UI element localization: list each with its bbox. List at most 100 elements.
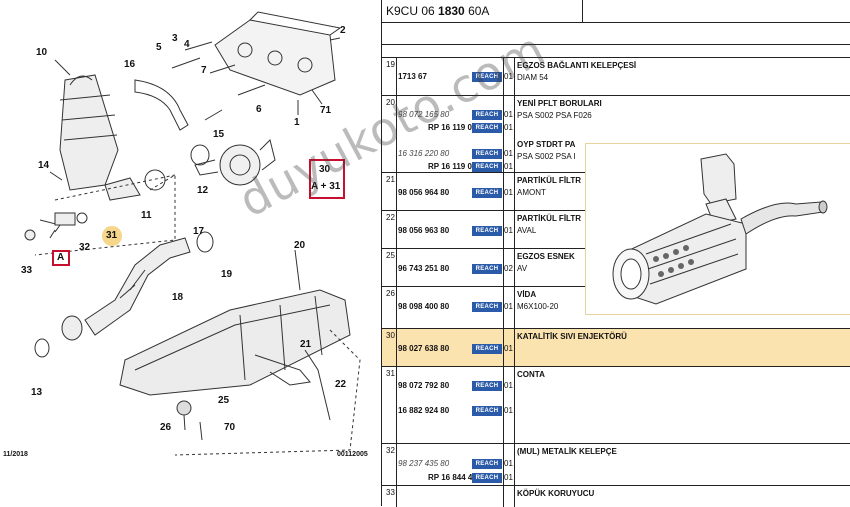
callout-11[interactable]: 11 (141, 210, 152, 221)
column-divider (396, 329, 397, 367)
row-index: 20 (386, 98, 395, 107)
callout-20[interactable]: 20 (294, 240, 306, 251)
column-divider (514, 287, 515, 329)
injector-image (612, 153, 828, 305)
part-number[interactable]: RP 16 119 042 80 (428, 123, 492, 132)
part-number[interactable]: 98 237 435 80 (398, 459, 450, 468)
callout-4[interactable]: 4 (184, 39, 190, 50)
callout-33[interactable]: 33 (21, 265, 33, 276)
part-spec: PSA S002 PSA F026 (517, 111, 592, 120)
callout-12[interactable]: 12 (197, 185, 209, 196)
part-number[interactable]: 96 743 251 80 (398, 264, 450, 273)
reach-badge: REACH (472, 72, 502, 82)
callout-31-marker (102, 226, 122, 246)
callout-1[interactable]: 1 (294, 117, 300, 128)
part-title: PARTİKÜL FİLTR (517, 176, 581, 185)
parts-row-33[interactable]: 33 KÖPÜK KORUYUCU (382, 485, 850, 507)
reach-badge: REACH (472, 123, 502, 133)
column-divider (503, 173, 504, 211)
reach-badge: REACH (472, 302, 502, 312)
part-title: EGZOS ESNEK (517, 252, 575, 261)
quantity: 01 (504, 188, 513, 197)
column-divider (503, 58, 504, 96)
product-image-popup[interactable] (585, 143, 850, 315)
part-spec: AVAL (517, 226, 537, 235)
part-number[interactable]: RP 16 119 047 80 (428, 162, 492, 171)
reach-badge: REACH (472, 226, 502, 236)
callout-21[interactable]: 21 (300, 339, 312, 350)
callout-30[interactable]: 30 (319, 164, 331, 175)
callout-15[interactable]: 15 (213, 129, 225, 140)
callout-71[interactable]: 71 (320, 105, 332, 116)
callout-a-plus-31[interactable]: A + 31 (311, 181, 341, 192)
column-divider (396, 367, 397, 444)
reach-badge: REACH (472, 110, 502, 120)
part-number[interactable]: 98 056 964 80 (398, 188, 450, 197)
part-number[interactable]: 16 882 924 80 (398, 406, 450, 415)
part-spec: PSA S002 PSA I (517, 152, 576, 161)
callout-22[interactable]: 22 (335, 379, 347, 390)
callout-2[interactable]: 2 (340, 25, 346, 36)
part-number[interactable]: 98 027 638 80 (398, 344, 450, 353)
quantity: 01 (504, 302, 513, 311)
callout-17[interactable]: 17 (193, 226, 205, 237)
column-divider (514, 96, 515, 173)
callout-13[interactable]: 13 (31, 387, 43, 398)
part-title: VİDA (517, 290, 537, 299)
callout-32[interactable]: 32 (79, 242, 91, 253)
callout-16[interactable]: 16 (124, 59, 136, 70)
quantity: 01 (504, 344, 513, 353)
quantity: 01 (504, 72, 513, 81)
column-divider (514, 249, 515, 287)
callout-31[interactable]: 31 (106, 230, 118, 241)
part-number[interactable]: 98 056 963 80 (398, 226, 450, 235)
part-spec: AMONT (517, 188, 546, 197)
callout-10[interactable]: 10 (36, 47, 48, 58)
part-number[interactable]: 16 316 220 80 (398, 149, 450, 158)
callout-6[interactable]: 6 (256, 104, 262, 115)
callout-25[interactable]: 25 (218, 395, 230, 406)
part-title: KÖPÜK KORUYUCU (517, 489, 595, 498)
ref-box-a[interactable] (52, 250, 70, 266)
part-number[interactable]: 98 072 165 80 (398, 110, 450, 119)
reach-badge: REACH (472, 149, 502, 159)
column-divider (503, 96, 504, 173)
part-spec: M6X100-20 (517, 302, 559, 311)
part-title: CONTA (517, 370, 545, 379)
callout-5[interactable]: 5 (156, 42, 162, 53)
column-divider (514, 58, 515, 96)
part-title: EGZOS BAĞLANTI KELEPÇESİ (517, 61, 637, 70)
column-divider (396, 444, 397, 486)
part-number[interactable]: 1713 67 (398, 72, 427, 81)
column-divider (396, 211, 397, 249)
part-number[interactable]: RP 16 844 494 80 (428, 473, 493, 482)
reach-badge: REACH (472, 459, 502, 469)
quantity: 02 (504, 264, 513, 273)
part-number[interactable]: 98 072 792 80 (398, 381, 450, 390)
callout-26[interactable]: 26 (160, 422, 172, 433)
vehicle-code: K9CU 06 1830 60A (386, 4, 490, 18)
part-title: (MUL) METALİK KELEPÇE (517, 447, 617, 456)
callout-14[interactable]: 14 (38, 160, 50, 171)
part-spec: AV (517, 264, 528, 273)
callout-a[interactable]: A (57, 252, 65, 263)
column-divider (514, 486, 515, 507)
callout-7[interactable]: 7 (201, 65, 207, 76)
quantity: 01 (504, 406, 513, 415)
table-header: K9CU 06 1830 60A (382, 0, 850, 23)
callout-18[interactable]: 18 (172, 292, 184, 303)
part-title: YENİ PFLT BORULARI (517, 99, 602, 108)
column-divider (503, 211, 504, 249)
callout-19[interactable]: 19 (221, 269, 233, 280)
row-index: 33 (386, 488, 395, 497)
callout-70[interactable]: 70 (224, 422, 236, 433)
ref-box-30-31[interactable] (309, 159, 345, 199)
part-number[interactable]: 98 098 400 80 (398, 302, 450, 311)
callout-3[interactable]: 3 (172, 33, 178, 44)
